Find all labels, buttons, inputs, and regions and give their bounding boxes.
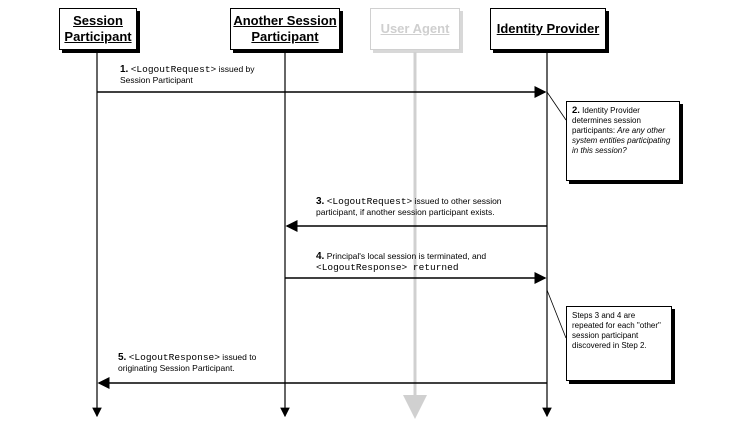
message-5-label: 5. <LogoutResponse> issued to originatin… — [118, 352, 338, 374]
note-2-line2: determines session — [572, 116, 641, 125]
actor-session-participant-line1: Session — [73, 13, 123, 28]
message-5-number: 5. — [118, 352, 127, 363]
message-3-label: 3. <LogoutRequest> issued to other sessi… — [316, 196, 546, 218]
note-step-2: 2. Identity Provider determines session … — [566, 101, 680, 181]
note-2-italic: Are any other system entities participat… — [572, 126, 671, 155]
note-2-connector — [546, 91, 567, 121]
message-1-number: 1. — [120, 64, 129, 75]
message-3-number: 3. — [316, 196, 325, 207]
message-5-text1: issued to — [219, 352, 257, 362]
actor-session-participant-line2: Participant — [64, 29, 132, 44]
message-5-text2: originating Session Participant. — [118, 363, 235, 373]
message-1-text2: Session Participant — [120, 75, 193, 85]
actor-identity-provider: Identity Provider — [490, 8, 606, 50]
actor-user-agent-label: User Agent — [380, 21, 450, 36]
note-steps-3-4: Steps 3 and 4 are repeated for each "oth… — [566, 306, 672, 381]
message-3-code: <LogoutRequest> — [326, 196, 413, 207]
message-4-label: 4. Principal's local session is terminat… — [316, 251, 546, 273]
actor-user-agent: User Agent — [370, 8, 460, 50]
message-5-code: <LogoutResponse> — [128, 352, 220, 363]
message-4-code: <LogoutResponse> — [316, 262, 408, 273]
message-1-text1: issued by — [216, 64, 255, 74]
note-2-line3: participants: — [572, 126, 616, 135]
message-1-label: 1. <LogoutRequest> issued by Session Par… — [120, 64, 320, 86]
message-4-number: 4. — [316, 251, 325, 262]
note-34-connector — [546, 289, 567, 339]
note-2-number: 2. — [572, 105, 580, 116]
message-3-text1: issued to other session — [412, 196, 502, 206]
actor-another-line1: Another Session — [233, 13, 337, 28]
message-1-code: <LogoutRequest> — [130, 64, 217, 75]
note-2-line1: Identity Provider — [579, 106, 640, 115]
actor-another-line2: Participant — [251, 29, 319, 44]
message-4-text1: Principal's local session is terminated,… — [324, 251, 487, 261]
actor-identity-provider-label: Identity Provider — [496, 21, 600, 36]
note-34-text: Steps 3 and 4 are repeated for each "oth… — [572, 311, 661, 350]
message-4-text2: returned — [407, 262, 459, 273]
message-3-text2: participant, if another session particip… — [316, 207, 495, 217]
